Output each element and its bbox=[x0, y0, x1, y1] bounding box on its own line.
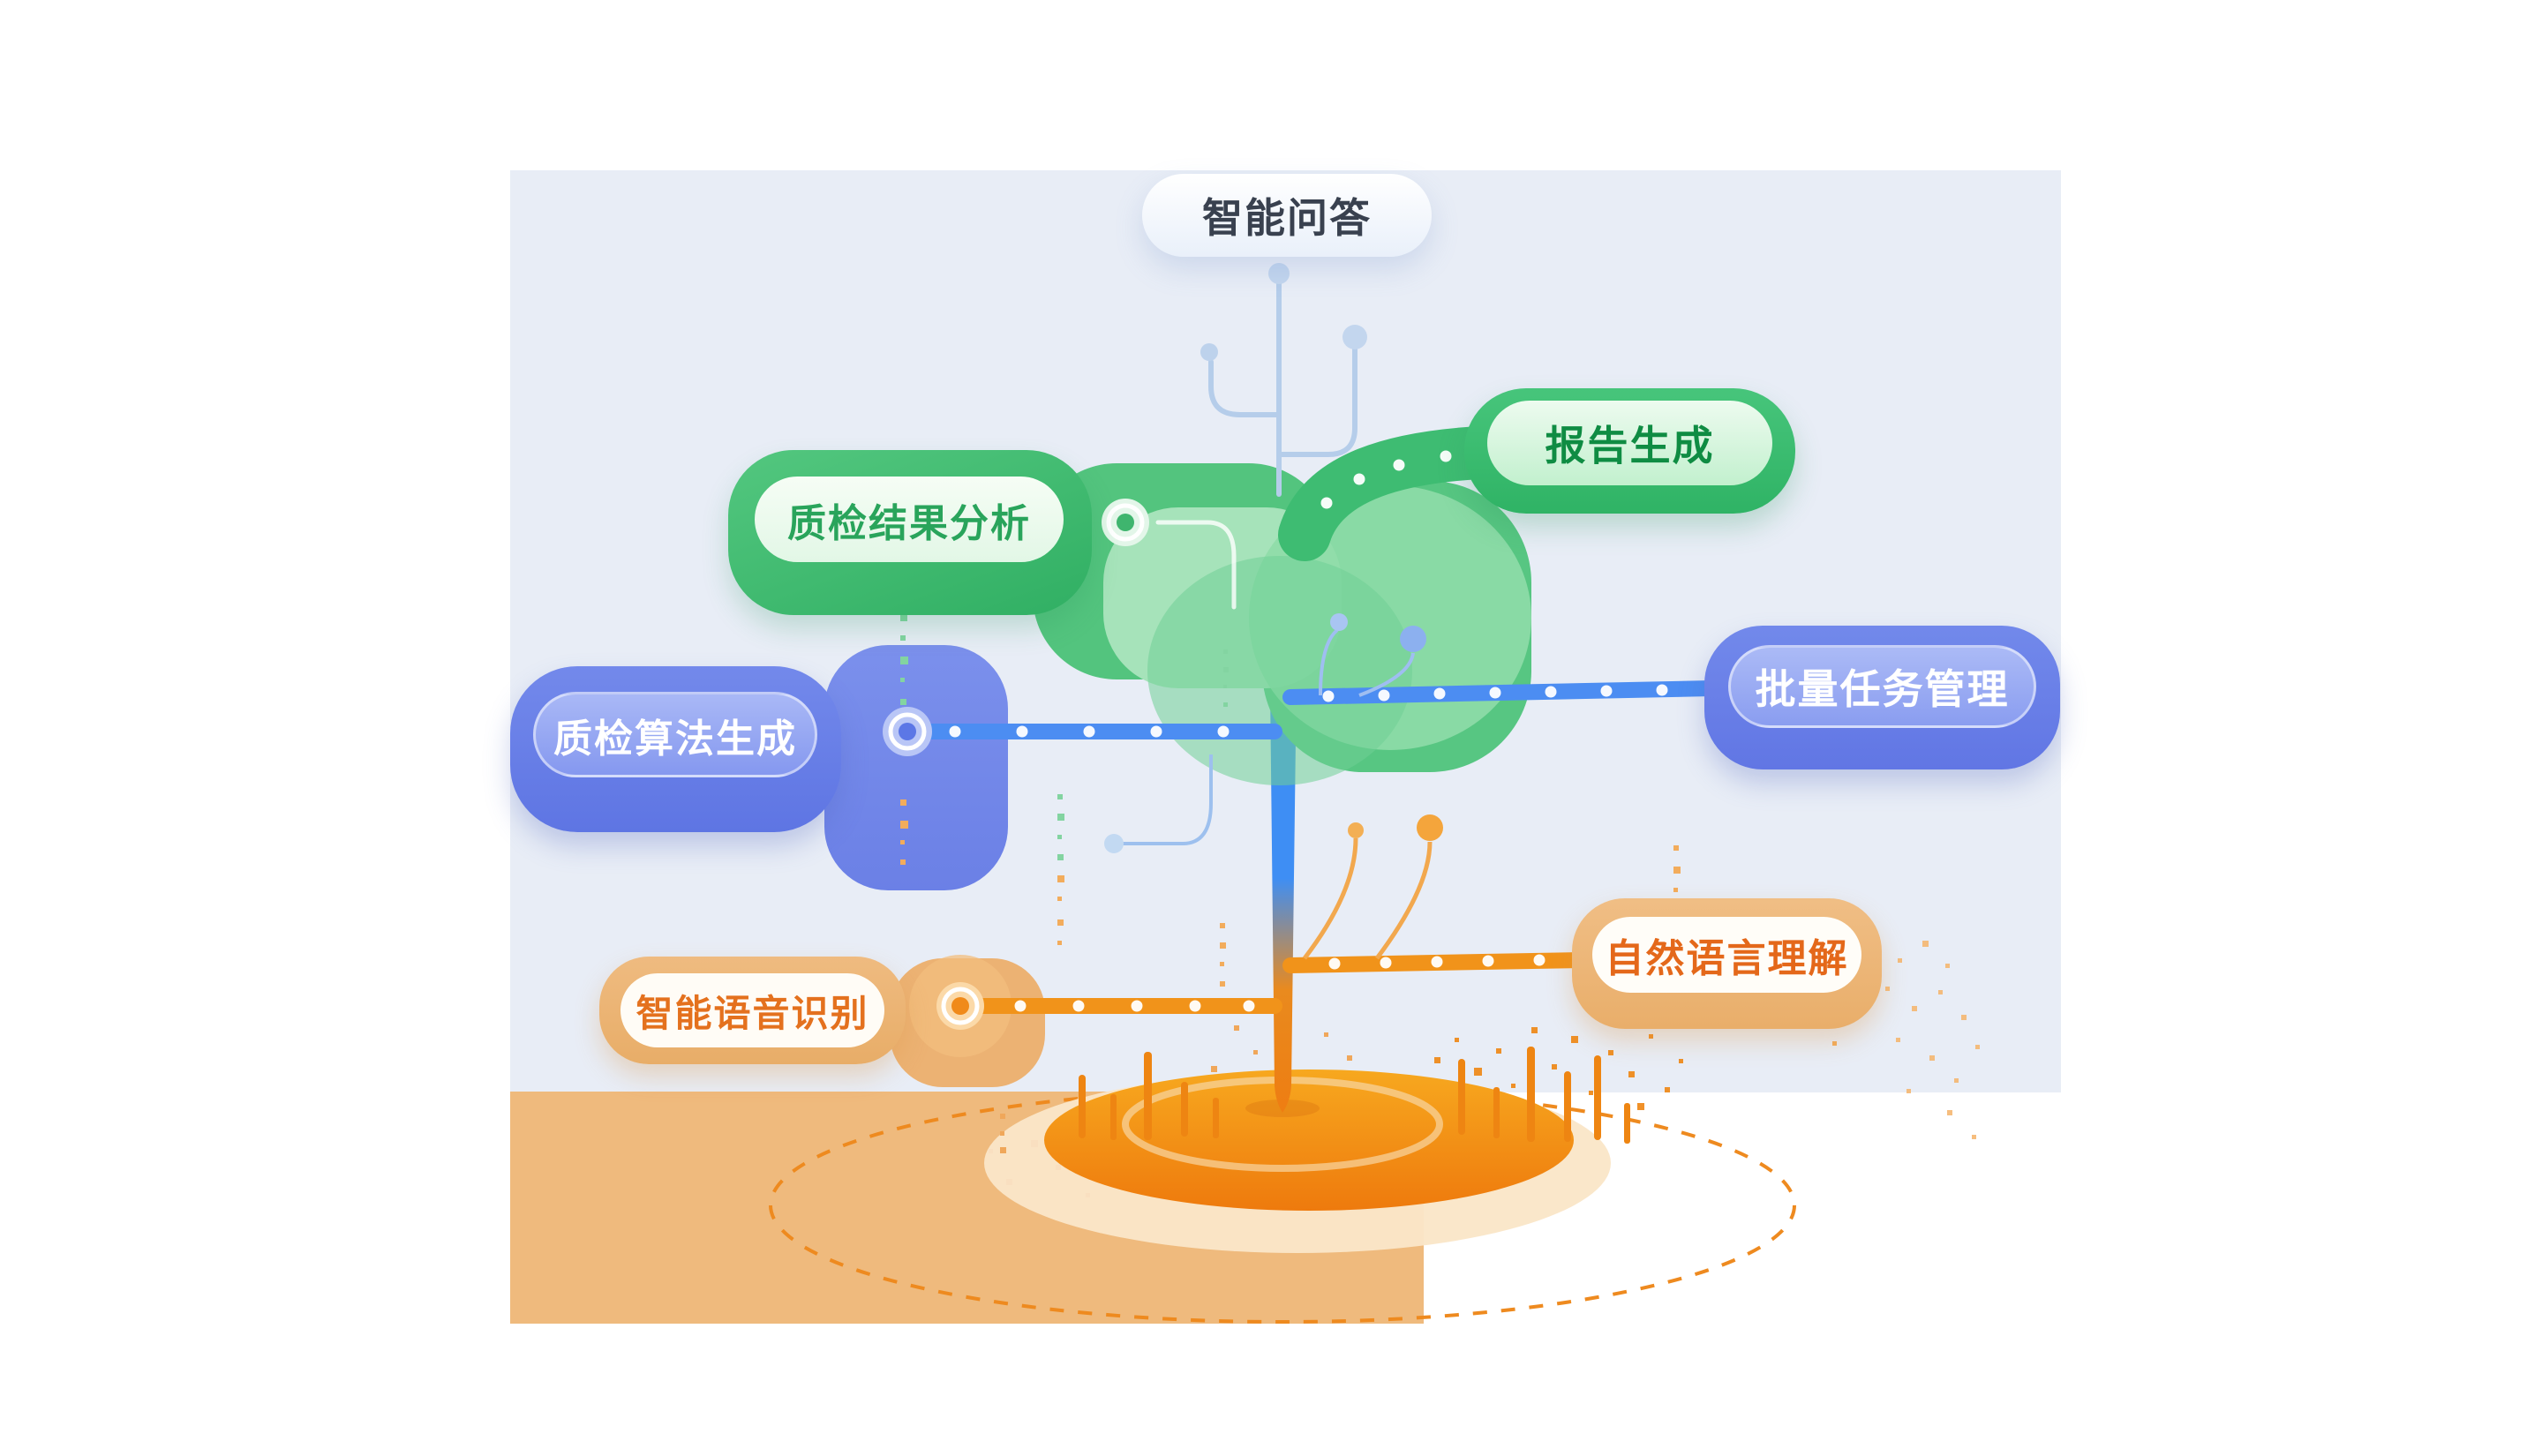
grass-bars bbox=[1079, 1047, 1630, 1144]
node-nlu-capsule: 自然语言理解 bbox=[1592, 917, 1861, 993]
qa-circuit bbox=[1200, 263, 1367, 497]
root-orbits bbox=[769, 1069, 1796, 1324]
node-asr-label: 智能语音识别 bbox=[636, 992, 869, 1034]
node-nlu-label: 自然语言理解 bbox=[1605, 937, 1849, 980]
asr-node bbox=[936, 982, 984, 1030]
ground-dots bbox=[989, 1140, 1090, 1197]
orange-branches bbox=[909, 814, 1588, 1057]
mound-speckles bbox=[1434, 1027, 1683, 1110]
ground-dots-orange bbox=[1000, 1025, 1352, 1153]
node-inspection-analysis-label: 质检结果分析 bbox=[787, 501, 1031, 545]
node-inspection-analysis-pill: 质检结果分析 bbox=[728, 450, 1092, 615]
node-batch-task-pill: 批量任务管理 bbox=[1704, 626, 2060, 769]
node-batch-task-label: 批量任务管理 bbox=[1755, 666, 2010, 712]
node-qa-label: 智能问答 bbox=[1202, 195, 1372, 241]
analysis-node bbox=[1102, 499, 1149, 546]
blue-branches bbox=[899, 613, 1720, 853]
node-asr-capsule: 智能语音识别 bbox=[620, 973, 884, 1047]
algorithm-node bbox=[883, 707, 932, 756]
node-inspection-analysis-capsule: 质检结果分析 bbox=[755, 477, 1064, 562]
node-batch-task-capsule: 批量任务管理 bbox=[1728, 645, 2036, 728]
node-report-label: 报告生成 bbox=[1545, 423, 1715, 469]
node-nlu-pill: 自然语言理解 bbox=[1572, 898, 1882, 1029]
node-inspection-algorithm-label: 质检算法生成 bbox=[553, 717, 797, 761]
node-asr-pill: 智能语音识别 bbox=[599, 957, 906, 1064]
node-inspection-algorithm-capsule: 质检算法生成 bbox=[533, 692, 817, 777]
node-report-capsule: 报告生成 bbox=[1487, 401, 1772, 485]
node-qa-pill: 智能问答 bbox=[1142, 174, 1432, 257]
algorithm-blob bbox=[824, 645, 1008, 890]
node-inspection-algorithm-pill: 质检算法生成 bbox=[510, 666, 841, 832]
node-report-pill: 报告生成 bbox=[1464, 388, 1795, 514]
